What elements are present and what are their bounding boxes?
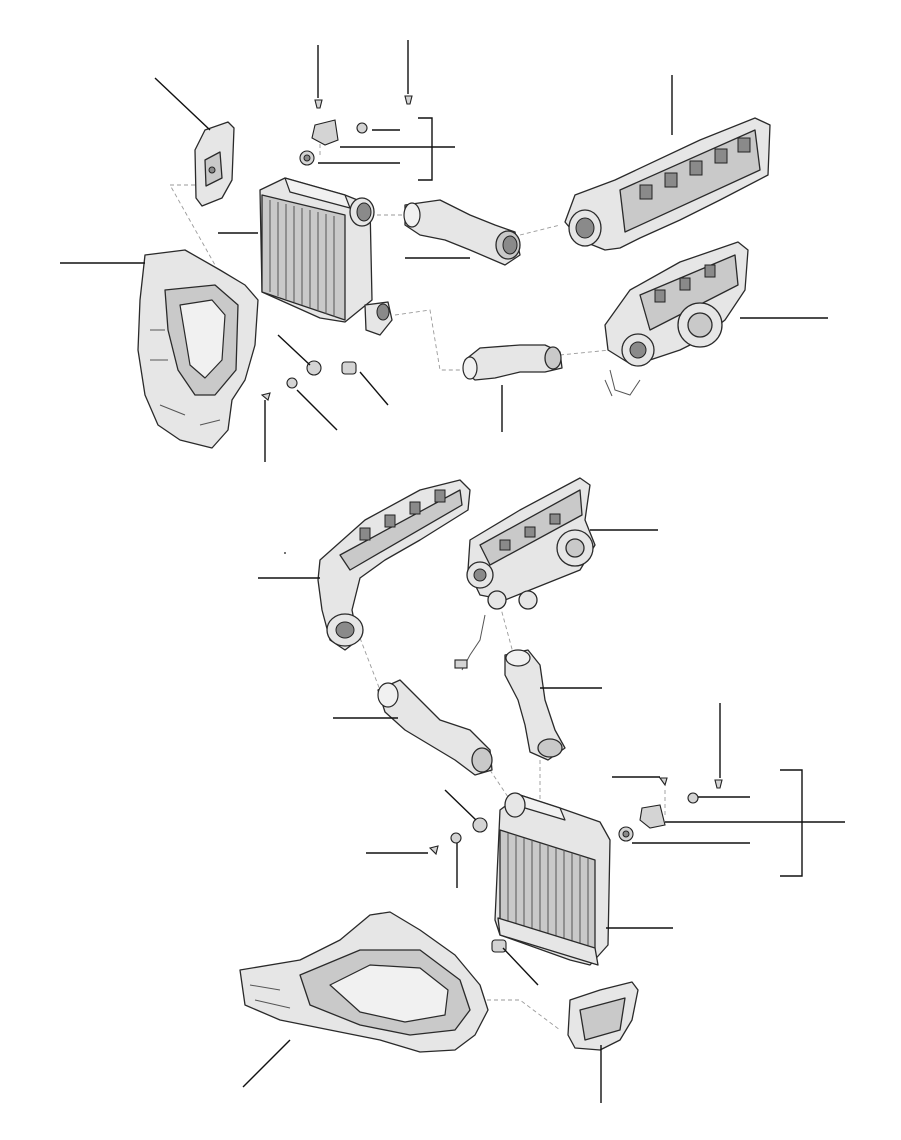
small-fasteners-bottom	[428, 777, 723, 953]
charge-air-hose-bottom-left	[377, 679, 493, 776]
intercooler-bottom	[494, 792, 611, 966]
charge-air-hose-upper	[403, 199, 521, 266]
charge-air-hose-lower	[462, 344, 563, 381]
small-fasteners-top	[260, 95, 413, 401]
turbocharger-bottom	[454, 477, 596, 671]
turbocharger-top	[604, 241, 749, 397]
charge-air-hose-bottom-right	[504, 649, 566, 761]
air-duct-shroud-bottom	[239, 911, 489, 1053]
stray-mark	[284, 552, 286, 554]
mounting-bracket-bottom	[567, 981, 639, 1051]
air-duct-shroud-top	[137, 249, 259, 449]
intake-manifold-top	[564, 117, 771, 251]
leader-lines	[60, 40, 845, 1103]
grouping-brackets	[418, 117, 803, 877]
mounting-bracket-top	[194, 121, 235, 207]
intake-manifold-bottom	[317, 479, 471, 651]
intercooler-top	[259, 177, 393, 336]
assembly-guide-lines	[169, 130, 666, 1031]
